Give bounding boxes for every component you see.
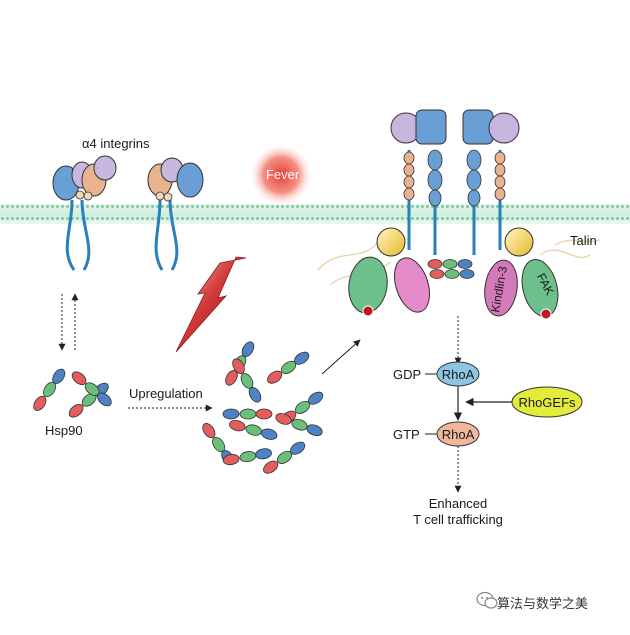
watermark-text: 算法与数学之美 bbox=[497, 596, 589, 611]
phospho-site-left bbox=[362, 305, 374, 317]
rhoa-gtp-label: RhoA bbox=[441, 427, 475, 442]
inactive-integrin-left bbox=[52, 155, 117, 271]
rhogefs-oval bbox=[511, 386, 583, 418]
equilibrium-arrows bbox=[58, 293, 79, 351]
active-integrin-left bbox=[390, 109, 447, 255]
talin-head-right bbox=[504, 227, 534, 257]
talin-head-left bbox=[376, 227, 406, 257]
phospho-site-right bbox=[540, 308, 552, 320]
rhoa-gtp-oval bbox=[436, 421, 480, 447]
hsp90-label: Hsp90 bbox=[45, 423, 83, 438]
cell-membrane bbox=[0, 204, 630, 224]
rhogefs-label: RhoGEFs bbox=[518, 395, 576, 410]
inactive-integrin-right bbox=[147, 157, 204, 271]
rhoa-gdp-label: RhoA bbox=[441, 367, 475, 382]
activation-arrow bbox=[321, 339, 361, 375]
hsp90-cluster-large bbox=[202, 341, 324, 474]
watermark: 算法与数学之美 bbox=[497, 593, 588, 612]
wechat-icon bbox=[476, 591, 498, 609]
fever-glow bbox=[249, 143, 313, 207]
gdp-label: GDP bbox=[393, 367, 422, 382]
hsp90-cluster-small bbox=[33, 368, 112, 418]
hsp90-bound bbox=[427, 259, 475, 279]
fever-label: Fever bbox=[266, 167, 300, 182]
a4-integrins-label: α4 integrins bbox=[82, 136, 150, 151]
lightning-bolt-icon bbox=[175, 256, 247, 353]
outcome-line2: T cell trafficking bbox=[413, 512, 503, 527]
outcome-line1: Enhanced bbox=[428, 496, 488, 511]
rhoa-gdp-oval bbox=[436, 361, 480, 387]
kindlin3-protein bbox=[484, 259, 518, 317]
gtp-label: GTP bbox=[393, 427, 420, 442]
adaptor-pink-left bbox=[393, 257, 431, 313]
upregulation-label: Upregulation bbox=[129, 386, 203, 401]
active-integrin-right bbox=[462, 109, 520, 255]
talin-label: Talin bbox=[570, 233, 597, 248]
